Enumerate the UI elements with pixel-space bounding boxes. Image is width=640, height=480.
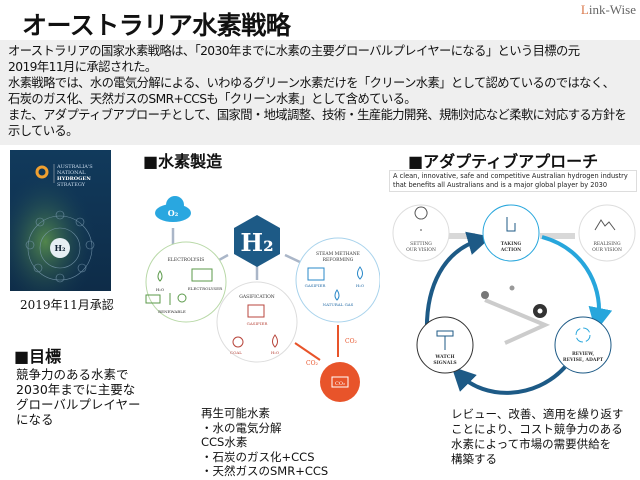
water-drop-icon — [157, 270, 163, 282]
h2o-label: H₂O — [271, 350, 280, 355]
goal-line: 2030年までに主要な — [16, 382, 136, 397]
refresh-cycle-icon — [575, 327, 591, 343]
o2-label: O₂ — [168, 208, 179, 218]
h2o-label: H₂O — [356, 283, 365, 288]
adaptive-heading: ■アダプティブアプローチ — [408, 152, 599, 171]
production-notes: 再生可能水素 ・水の電気分解 CCS水素 ・石炭のガス化+CCS ・天然ガスのS… — [201, 406, 328, 479]
smr-label: STEAM METHANE — [316, 251, 360, 257]
gasifier-icon — [307, 267, 325, 281]
brand-initial: L — [580, 2, 589, 17]
water-drop-icon — [272, 334, 278, 348]
watch-label: SIGNALS — [433, 360, 456, 366]
gasification-label: GASIFICATION — [239, 294, 275, 300]
hand-tap-icon — [506, 217, 516, 232]
intro-text: オーストラリアの国家水素戦略は、「2030年までに水素の主要グローバルプレイヤー… — [0, 40, 640, 145]
hydrogen-production-diagram: O₂ H₂ ELECTROLYSIS H₂O ELECTROLYSER RENE… — [145, 196, 380, 402]
cover-h2-label: H₂ — [54, 243, 66, 253]
goal-line: 競争力のある水素で — [16, 367, 129, 382]
gasifier-label: GASIFIER — [305, 283, 327, 288]
adaptive-cycle-diagram: SETTING OUR VISION TAKING ACTION REALISI… — [392, 204, 636, 395]
flame-icon — [334, 289, 340, 301]
review-label: REVISE, ADAPT — [563, 357, 604, 363]
note-line: 水素によって市場の需要供給を — [451, 437, 612, 451]
watch-label: WATCH — [434, 354, 455, 360]
gasifier-label: GASIFIER — [247, 321, 269, 326]
council-logo-icon — [35, 165, 49, 179]
map-route-icon — [481, 285, 551, 345]
strategy-cover-image: AUSTRALIA'S NATIONAL HYDROGEN STRATEGY H… — [10, 150, 111, 291]
realising-label: OUR VISION — [592, 247, 622, 253]
note-line: レビュー、改善、適用を繰り返す — [451, 407, 624, 421]
intro-line: 示している。 — [8, 124, 78, 138]
cycle-arrow — [424, 231, 492, 336]
o2-cloud-icon — [155, 196, 191, 222]
mountain-flag-icon — [594, 219, 616, 231]
goal-line: になる — [16, 412, 54, 427]
intro-line: また、アダプティブアプローチとして、国家間・地域調整、技術・生産能力開発、規制対… — [8, 108, 627, 122]
note-line: ・石炭のガス化+CCS — [201, 449, 315, 464]
note-line: ・水の電気分解 — [201, 420, 282, 435]
coal-icon — [232, 336, 244, 348]
note-line: ことにより、コスト競争力のある — [451, 422, 623, 436]
coal-label: COAL — [230, 350, 242, 355]
note-line: ・天然ガスのSMR+CCS — [201, 464, 329, 478]
taking-label: ACTION — [500, 247, 522, 253]
intro-line: オーストラリアの国家水素戦略は、「2030年までに水素の主要グローバルプレイヤー… — [8, 44, 580, 58]
page-title: オーストラリア水素戦略 — [22, 11, 291, 40]
goal-line: グローバルプレイヤー — [16, 397, 141, 412]
cover-title-line: NATIONAL — [57, 170, 86, 176]
water-drop-icon — [357, 266, 363, 280]
setting-label: SETTING — [410, 241, 432, 247]
goal-heading: ■目標 — [14, 347, 62, 366]
co2-label: CO₂ — [306, 360, 319, 367]
cover-title-line: STRATEGY — [57, 182, 86, 188]
h2-hexagon-icon — [234, 215, 280, 267]
adaptive-notes: レビュー、改善、適用を繰り返す ことにより、コスト競争力のある 水素によって市場… — [451, 407, 623, 467]
realising-label: REALISING — [593, 241, 620, 247]
electrolyser-icon — [191, 268, 213, 282]
cycle-arrow — [451, 365, 567, 395]
setting-label: OUR VISION — [406, 247, 436, 253]
h2-label: H₂ — [240, 228, 273, 257]
h2o-label: H₂O — [156, 287, 165, 292]
review-label: REVIEW, — [572, 351, 595, 357]
goal-text: 競争力のある水素で 2030年までに主要な グローバルプレイヤー になる — [16, 367, 141, 427]
co2-storage-icon — [320, 362, 360, 402]
brand-name: ink-Wise — [588, 2, 636, 17]
cover-title-line: AUSTRALIA'S — [56, 164, 93, 170]
gasifier-icon — [247, 304, 265, 318]
electrolyser-label: ELECTROLYSER — [188, 286, 223, 291]
intro-line: 2019年11月に承認された。 — [8, 60, 157, 74]
taking-label: TAKING — [501, 241, 522, 247]
solar-panel-icon — [145, 294, 161, 304]
brand-logo: Link-Wise — [581, 2, 636, 18]
note-line: 再生可能水素 — [201, 406, 270, 420]
natural-gas-label: NATURAL GAS — [323, 302, 354, 307]
co2-storage-label: CO₂ — [335, 381, 345, 387]
production-heading: ■水素製造 — [143, 152, 223, 171]
cover-title-line: HYDROGEN — [57, 176, 91, 182]
intro-line: 水素戦略では、水の電気分解による、いわゆるグリーン水素だけを「クリーン水素」とし… — [8, 76, 615, 90]
co2-label: CO₂ — [345, 338, 358, 345]
note-line: 構築する — [451, 452, 497, 466]
note-line: CCS水素 — [201, 435, 248, 449]
vision-line: that benefits all Australians and is a m… — [393, 181, 608, 189]
renewable-label: RENEWABLE — [158, 309, 186, 314]
smr-label: REFORMING — [323, 257, 354, 263]
signpost-icon — [436, 330, 454, 350]
intro-line: 石炭のガス化、天然ガスのSMR+CCSも「クリーン水素」として含めている。 — [8, 92, 417, 106]
vision-line: A clean, innovative, safe and competitiv… — [393, 172, 628, 180]
vision-statement: A clean, innovative, safe and competitiv… — [389, 170, 637, 192]
cycle-arrow — [541, 235, 613, 332]
cover-caption: 2019年11月承認 — [20, 298, 114, 312]
location-pin-icon — [414, 206, 428, 231]
electrolysis-label: ELECTROLYSIS — [168, 257, 205, 263]
gear-icon — [177, 293, 187, 303]
